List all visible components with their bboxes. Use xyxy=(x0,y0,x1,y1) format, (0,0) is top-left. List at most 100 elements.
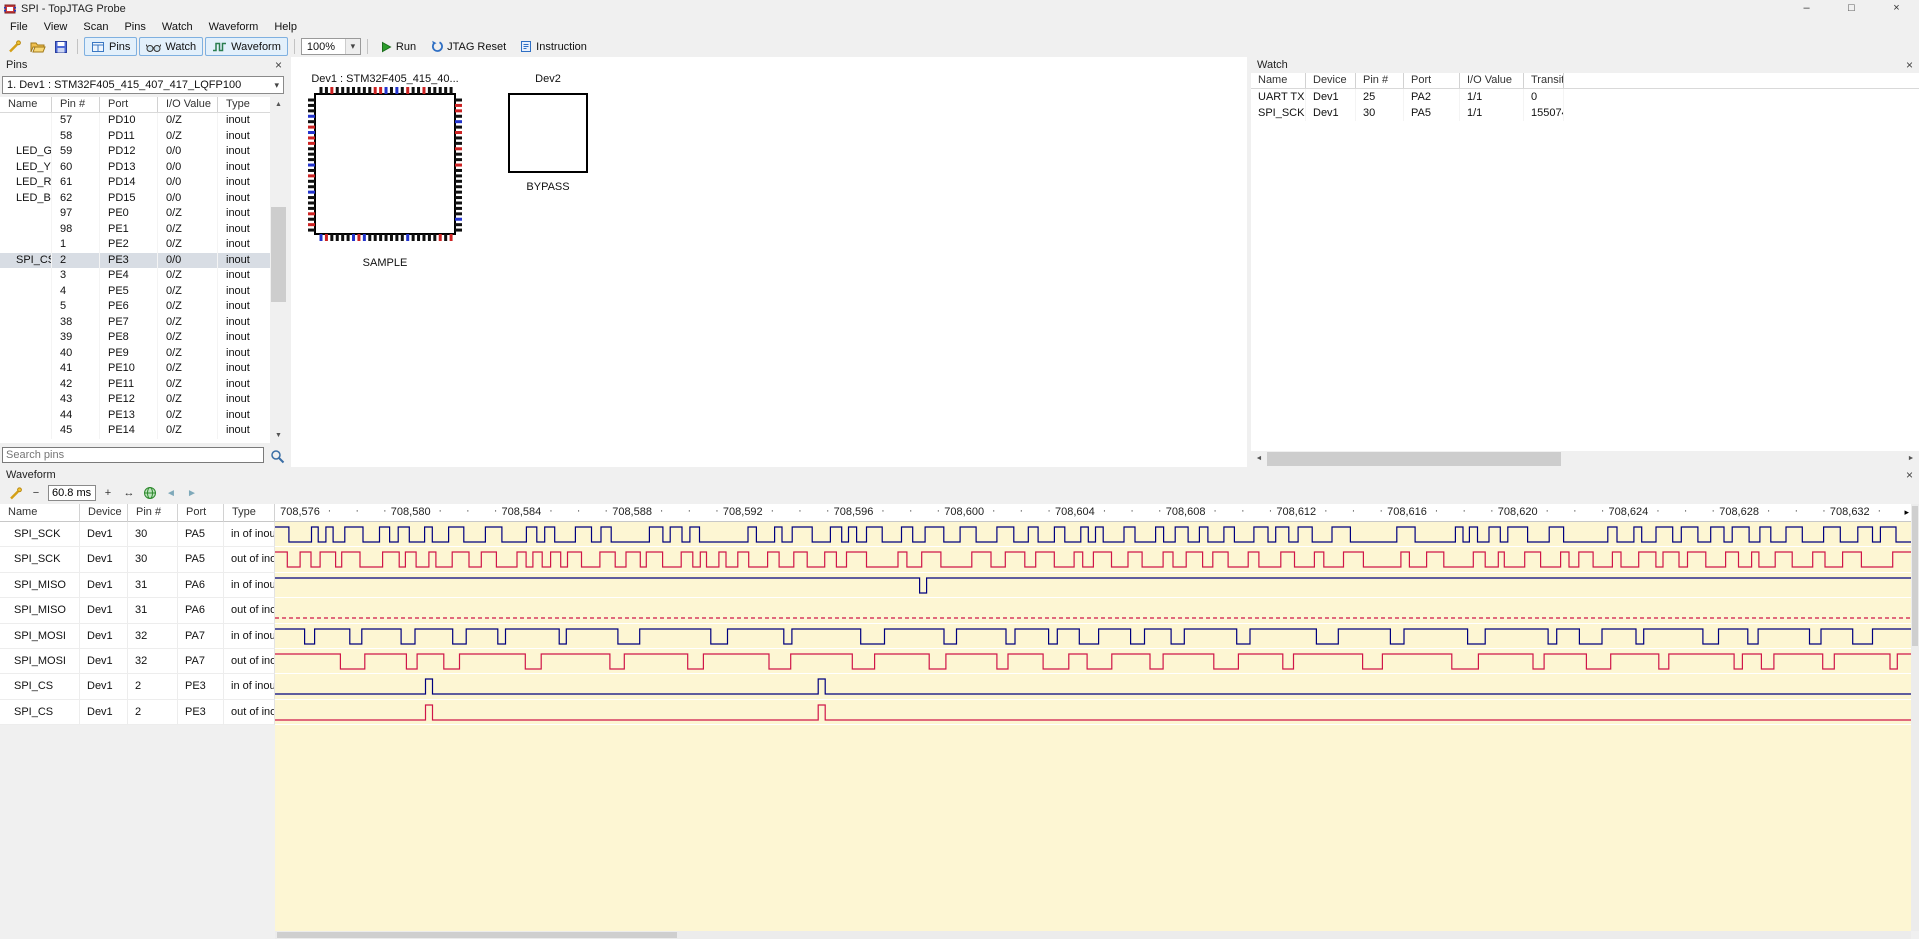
chip-pin[interactable] xyxy=(308,125,315,129)
watch-panel-close-icon[interactable]: × xyxy=(1905,58,1913,72)
chip-pin[interactable] xyxy=(427,234,431,241)
chip-pin[interactable] xyxy=(379,234,383,241)
chip-pin[interactable] xyxy=(455,228,462,232)
waveform-hscrollbar[interactable] xyxy=(275,931,1911,939)
maximize-button[interactable]: □ xyxy=(1848,2,1855,14)
chip-pin[interactable] xyxy=(308,136,315,140)
chip-pin[interactable] xyxy=(455,125,462,129)
chip-pin[interactable] xyxy=(455,196,462,200)
chip-pin[interactable] xyxy=(417,234,421,241)
chip-pin[interactable] xyxy=(330,234,334,241)
chip-pin[interactable] xyxy=(308,152,315,156)
chip-pin[interactable] xyxy=(308,163,315,167)
chip-pin[interactable] xyxy=(455,206,462,210)
chip-pin[interactable] xyxy=(455,114,462,118)
chip-pin[interactable] xyxy=(411,234,415,241)
trace-spi_cs-in[interactable] xyxy=(275,674,1911,700)
chip-pin[interactable] xyxy=(335,87,339,94)
waveform-hscrollbar-thumb[interactable] xyxy=(277,932,677,938)
chip-pin[interactable] xyxy=(308,223,315,227)
menu-item-help[interactable]: Help xyxy=(274,21,297,33)
chip-pin[interactable] xyxy=(389,234,393,241)
chip-pin[interactable] xyxy=(341,87,345,94)
chip-pin[interactable] xyxy=(455,185,462,189)
chip-pin[interactable] xyxy=(455,174,462,178)
chip-pin[interactable] xyxy=(362,87,366,94)
run-button[interactable]: Run xyxy=(374,37,422,56)
pins-panel-close-icon[interactable]: × xyxy=(274,58,282,72)
dev1-chip-body[interactable] xyxy=(314,93,456,235)
chip-pin[interactable] xyxy=(341,234,345,241)
trace-spi_sck-out[interactable] xyxy=(275,547,1911,573)
chip-pin[interactable] xyxy=(455,136,462,140)
chip-pin[interactable] xyxy=(455,147,462,151)
waveform-canvas[interactable] xyxy=(275,504,1911,931)
chip-pin[interactable] xyxy=(384,87,388,94)
zoom-in-button[interactable]: + xyxy=(104,487,112,499)
chip-pin[interactable] xyxy=(455,131,462,135)
chip-pin[interactable] xyxy=(455,168,462,172)
chip-pin[interactable] xyxy=(308,103,315,107)
chip-pin[interactable] xyxy=(455,217,462,221)
chip-pin[interactable] xyxy=(395,234,399,241)
chip-pin[interactable] xyxy=(308,196,315,200)
chip-pin[interactable] xyxy=(357,87,361,94)
chevron-down-icon[interactable]: ▾ xyxy=(344,39,360,54)
chip-pin[interactable] xyxy=(308,120,315,124)
chip-pin[interactable] xyxy=(308,114,315,118)
chip-pin[interactable] xyxy=(455,158,462,162)
search-input[interactable] xyxy=(2,447,264,463)
chip-pin[interactable] xyxy=(324,87,328,94)
chip-pin[interactable] xyxy=(449,87,453,94)
chip-pin[interactable] xyxy=(422,87,426,94)
zoom-select[interactable]: 100% ▾ xyxy=(300,38,361,55)
chip-pin[interactable] xyxy=(308,98,315,102)
trace-spi_miso-out[interactable] xyxy=(275,598,1911,624)
chip-pin[interactable] xyxy=(400,87,404,94)
trace-spi_mosi-out[interactable] xyxy=(275,649,1911,675)
chip-pin[interactable] xyxy=(427,87,431,94)
chip-pin[interactable] xyxy=(455,179,462,183)
chip-pin[interactable] xyxy=(368,87,372,94)
chip-pin[interactable] xyxy=(308,206,315,210)
menu-item-pins[interactable]: Pins xyxy=(124,21,146,33)
chip-pin[interactable] xyxy=(308,147,315,151)
watch-scrollbar[interactable]: ◄ ► xyxy=(1251,451,1919,467)
chip-pin[interactable] xyxy=(335,234,339,241)
chip-pin[interactable] xyxy=(455,98,462,102)
chip-pin[interactable] xyxy=(389,87,393,94)
chip-pin[interactable] xyxy=(455,212,462,216)
probe-wand-button[interactable] xyxy=(4,37,25,56)
chip-pin[interactable] xyxy=(308,158,315,162)
pins-scrollbar[interactable]: ▲ ▼ xyxy=(270,97,287,443)
waveform-vscrollbar[interactable] xyxy=(1911,504,1919,931)
menu-item-watch[interactable]: Watch xyxy=(161,21,193,33)
chip-pin[interactable] xyxy=(444,234,448,241)
chip-pin[interactable] xyxy=(417,87,421,94)
chip-pin[interactable] xyxy=(455,190,462,194)
chip-pin[interactable] xyxy=(406,234,410,241)
chip-pin[interactable] xyxy=(308,228,315,232)
device-selector[interactable]: 1. Dev1 : STM32F405_415_407_417_LQFP100 … xyxy=(2,76,284,94)
save-button[interactable] xyxy=(50,37,71,56)
watch-toggle-button[interactable]: Watch xyxy=(139,37,204,56)
zoom-fit-button[interactable]: ↔ xyxy=(123,487,135,499)
chip-pin[interactable] xyxy=(373,234,377,241)
chip-pin[interactable] xyxy=(384,234,388,241)
zoom-all-button[interactable] xyxy=(141,484,159,502)
